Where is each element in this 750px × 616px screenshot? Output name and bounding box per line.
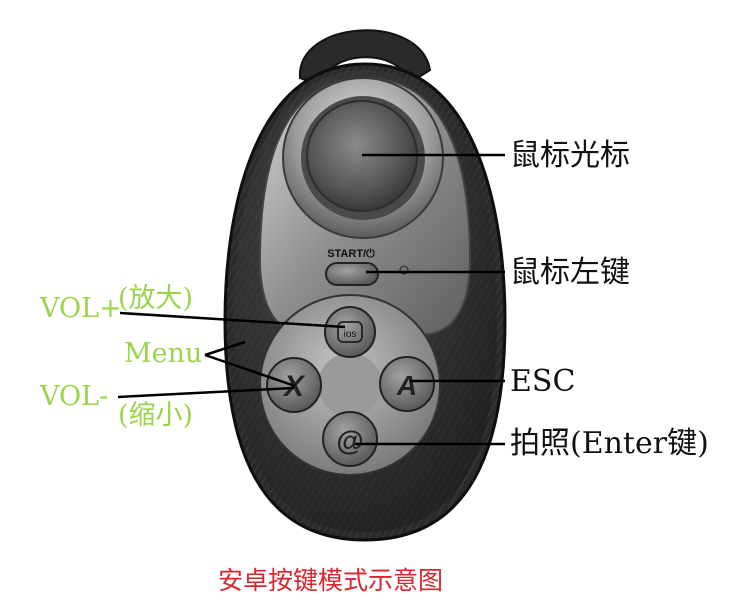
- at-button-label: @: [336, 425, 363, 456]
- a-button[interactable]: [379, 356, 435, 412]
- at-button[interactable]: [322, 411, 378, 467]
- label-vol-plus: VOL+: [40, 293, 122, 324]
- ios-button-label: ios: [344, 329, 357, 340]
- ios-icon: [337, 321, 363, 343]
- ios-button[interactable]: [324, 306, 376, 358]
- lanyard-loop: [298, 29, 432, 88]
- label-vol-minus: VOL-: [40, 381, 109, 412]
- diagram-caption: 安卓按键模式示意图: [218, 566, 444, 595]
- label-mouse-cursor: 鼠标光标: [510, 138, 630, 173]
- leader-lines: [117, 153, 505, 446]
- start-label: START/⏻: [327, 247, 375, 260]
- label-menu: Menu: [124, 338, 203, 369]
- leader-vol-plus: [119, 311, 346, 329]
- label-zoom-out: (缩小): [118, 400, 194, 431]
- leader-vol-minus: [117, 386, 295, 399]
- label-esc: ESC: [510, 364, 576, 399]
- label-zoom-in: (放大): [118, 283, 194, 314]
- dpad-center: [318, 353, 382, 417]
- start-button[interactable]: [325, 262, 379, 286]
- label-photo-enter: 拍照(Enter键): [510, 426, 709, 461]
- leader-menu-a: [204, 340, 246, 357]
- a-button-label: A: [396, 370, 417, 401]
- leader-menu-b: [204, 353, 296, 388]
- label-mouse-left: 鼠标左键: [510, 255, 630, 290]
